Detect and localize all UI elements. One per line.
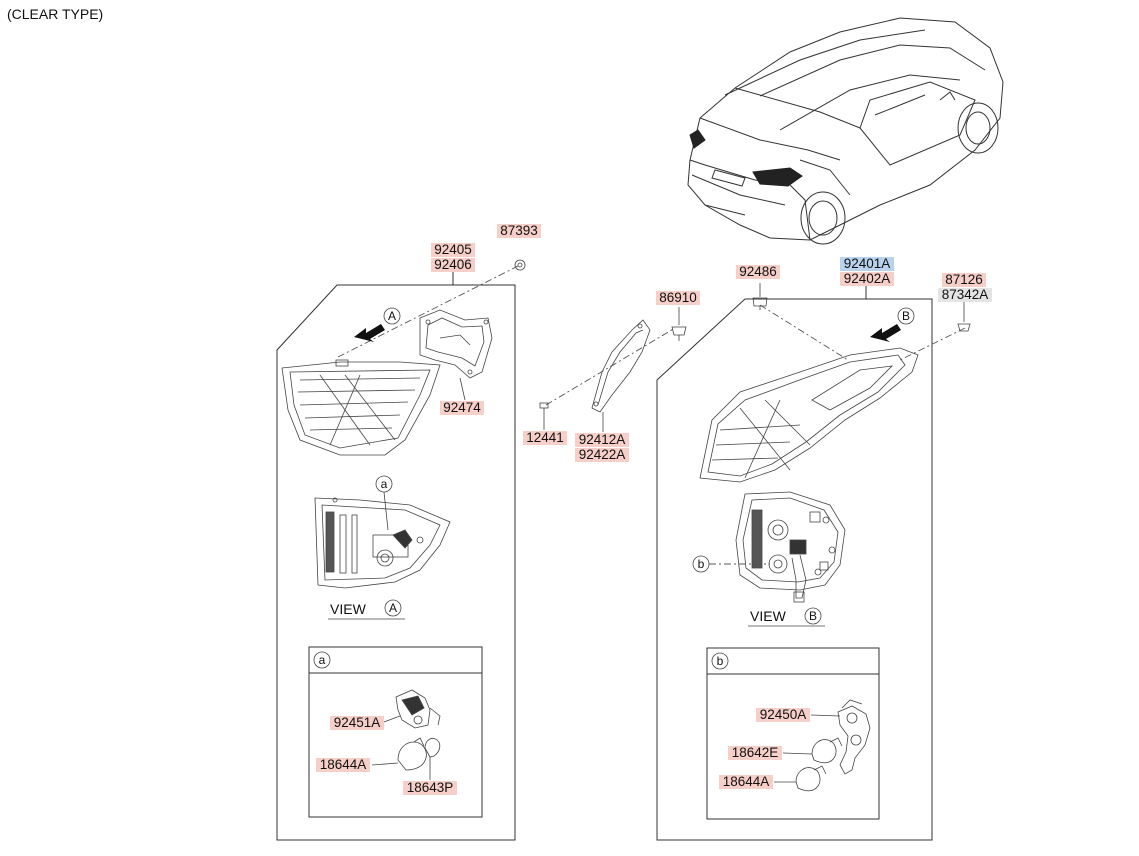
- garnish-92412a-icon: [591, 319, 651, 413]
- socket-wiring-92450a-icon: [837, 699, 871, 775]
- gasket-92474-icon: [419, 309, 493, 379]
- outer-lamp-rear-view-icon: [735, 491, 846, 603]
- label-12441: 12441: [523, 430, 567, 445]
- svg-text:92451A: 92451A: [334, 715, 381, 730]
- direction-arrow-b-icon: [870, 324, 901, 342]
- detail-a-marker: a: [381, 477, 388, 491]
- nut-92486-icon: [752, 297, 768, 310]
- label-18642e: 18642E: [728, 745, 782, 760]
- direction-arrow-a-icon: [354, 324, 385, 342]
- svg-text:92422A: 92422A: [579, 447, 626, 462]
- view-b-marker: B: [902, 309, 910, 323]
- label-87393: 87393: [497, 223, 541, 238]
- view-a-caption-marker: A: [389, 601, 397, 615]
- svg-text:92402A: 92402A: [844, 271, 891, 286]
- svg-text:92412A: 92412A: [579, 432, 626, 447]
- svg-text:87393: 87393: [500, 223, 538, 238]
- outer-tail-lamp-icon: [699, 347, 919, 483]
- vehicle-illustration: [687, 17, 1004, 245]
- view-b-label: VIEW: [750, 608, 787, 624]
- socket-wiring-92451a-icon: [395, 689, 441, 729]
- label-92451a: 92451A: [330, 715, 384, 730]
- label-92405: 92405: [431, 242, 475, 257]
- svg-text:92486: 92486: [739, 264, 777, 279]
- svg-text:87342A: 87342A: [942, 287, 989, 302]
- label-92422a: 92422A: [575, 447, 629, 462]
- svg-text:86910: 86910: [659, 290, 697, 305]
- detail-b-box-marker: b: [717, 654, 724, 668]
- bulb-18643p-icon: [424, 738, 441, 758]
- svg-text:87126: 87126: [945, 272, 983, 287]
- label-86910: 86910: [656, 290, 700, 305]
- svg-text:92401A: 92401A: [844, 256, 891, 271]
- svg-text:92406: 92406: [434, 257, 472, 272]
- label-87342a: 87342A: [938, 287, 992, 302]
- bulb-18642e-icon: [811, 737, 843, 764]
- outer-lamp-assembly-group: B b VIEW B b: [656, 283, 971, 841]
- reflector-bracket-group: [539, 307, 687, 432]
- inner-tail-lamp-icon: [281, 359, 441, 456]
- detail-b-marker: b: [698, 557, 705, 571]
- detail-box-a: [308, 646, 483, 818]
- label-92402a: 92402A: [840, 271, 894, 286]
- label-92450a: 92450A: [756, 707, 810, 722]
- label-92412a: 92412A: [575, 432, 629, 447]
- label-92486: 92486: [736, 264, 780, 279]
- clear-type-note: (CLEAR TYPE): [7, 6, 104, 22]
- clip-87126-icon: [957, 323, 971, 332]
- label-18644a-left: 18644A: [316, 757, 370, 772]
- label-18644a-right: 18644A: [719, 774, 773, 789]
- label-92406: 92406: [431, 257, 475, 272]
- inner-lamp-assembly-group: A a: [276, 259, 526, 841]
- svg-text:92405: 92405: [434, 242, 472, 257]
- svg-text:18644A: 18644A: [723, 774, 770, 789]
- part-labels: 92405 92406 87393 92474 86910 12441 9241…: [316, 223, 992, 795]
- label-92474: 92474: [440, 400, 484, 415]
- detail-a-box-marker: a: [319, 653, 326, 667]
- view-b-caption-marker: B: [809, 609, 817, 623]
- detail-box-b: [706, 647, 880, 820]
- bulb-18644a-left-icon: [397, 737, 427, 771]
- label-87126: 87126: [942, 272, 986, 287]
- label-18643p: 18643P: [403, 780, 457, 795]
- clip-86910-icon: [671, 326, 687, 341]
- screw-12441-icon: [539, 402, 549, 422]
- svg-text:12441: 12441: [526, 430, 564, 445]
- inner-lamp-rear-view-icon: [314, 497, 451, 589]
- view-a-marker: A: [388, 309, 396, 323]
- svg-text:18643P: 18643P: [407, 780, 454, 795]
- svg-text:18642E: 18642E: [732, 745, 779, 760]
- svg-text:92474: 92474: [443, 400, 481, 415]
- nut-87393-icon: [514, 259, 526, 271]
- svg-text:92450A: 92450A: [760, 707, 807, 722]
- svg-text:18644A: 18644A: [320, 757, 367, 772]
- view-a-label: VIEW: [330, 601, 367, 617]
- bulb-18644a-right-icon: [795, 765, 827, 792]
- label-92401a: 92401A: [840, 256, 894, 271]
